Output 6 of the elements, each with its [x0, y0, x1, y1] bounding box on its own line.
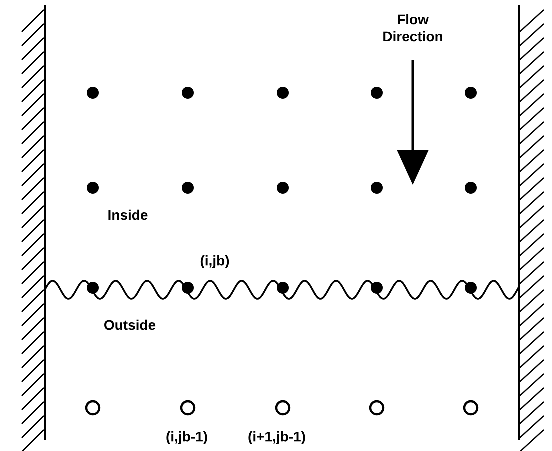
label: (i+1,jb-1) — [248, 431, 306, 445]
label: Flow Direction — [384, 14, 442, 42]
label: (i,jb) — [200, 255, 230, 269]
label: Inside — [108, 210, 148, 220]
label: (i,jb-1) — [166, 431, 208, 445]
label: Outside — [104, 320, 156, 330]
